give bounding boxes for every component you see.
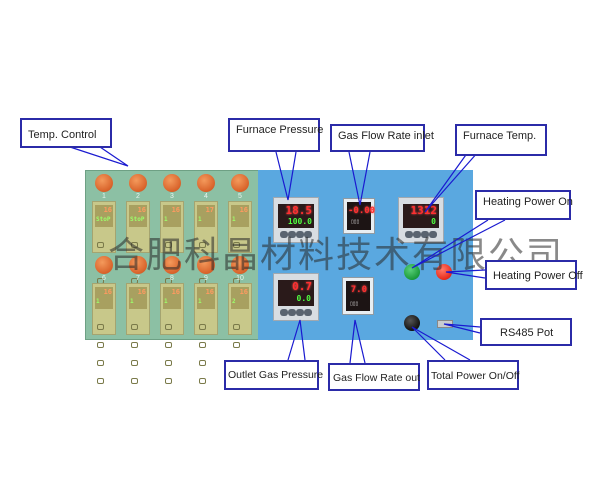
controller-knob[interactable] [95, 174, 113, 192]
controller-pv: 16 [171, 206, 180, 214]
controller-number: 10 [236, 275, 244, 282]
controller-pv: 16 [137, 206, 146, 214]
controller-number: 9 [204, 275, 208, 282]
controller-knob[interactable] [197, 174, 215, 192]
controller-knob[interactable] [197, 256, 215, 274]
controller-sv: 1 [164, 298, 168, 305]
gas-flow-out-switches[interactable]: ▯▯▯ [350, 301, 359, 307]
controller-number: 6 [102, 275, 106, 282]
controller-sv: 1 [198, 298, 202, 305]
controller-pv: 16 [239, 206, 248, 214]
controller-number: 1 [102, 193, 106, 200]
outlet-pressure-sv: 0.0 [296, 294, 311, 303]
controller-sv: 1 [232, 216, 236, 223]
callout-gas-flow-inlet: Gas Flow Rate inlet [330, 124, 434, 152]
controller-knob[interactable] [231, 174, 249, 192]
controller-knob[interactable] [95, 256, 113, 274]
callout-temp-control: Temp. Control [20, 118, 112, 148]
controller-sv: 1 [198, 216, 202, 223]
controller-buttons[interactable] [96, 318, 112, 384]
gas-flow-out-meter: 7.0 ▯▯▯ [342, 277, 374, 315]
callout-heating-power-on: Heating Power On [475, 190, 573, 220]
furnace-pressure-sv: 100.0 [287, 217, 312, 226]
callout-furnace-temp: Furnace Temp. [455, 124, 547, 156]
gas-flow-inlet-meter: -0.00 ▯▯▯ [343, 198, 375, 234]
controller-number: 5 [238, 193, 242, 200]
callout-outlet-gas-pressure: Outlet Gas Pressure [224, 360, 323, 390]
furnace-temp-pv: 1312 [410, 204, 438, 217]
controller-buttons[interactable] [232, 318, 248, 384]
outlet-pressure-pv: 0.7 [292, 280, 312, 293]
controller-number: 3 [170, 193, 174, 200]
callout-heating-power-off: Heating Power Off [485, 260, 583, 290]
controller-pv: 16 [103, 206, 112, 214]
outlet-pressure-meter: 0.7 0.0 [273, 273, 319, 321]
controller-buttons[interactable] [130, 318, 146, 384]
callout-total-power: Total Power On/Off [427, 360, 520, 390]
controller-knob[interactable] [129, 174, 147, 192]
outlet-pressure-buttons[interactable] [280, 309, 312, 317]
furnace-temp-sv: 0 [431, 217, 436, 226]
controller-sv: 1 [164, 216, 168, 223]
furnace-pressure-buttons[interactable] [280, 231, 312, 239]
controller-buttons[interactable] [164, 318, 180, 384]
controller-sv: 1 [130, 298, 134, 305]
controller-pv: 16 [205, 288, 214, 296]
controller-pv: 16 [103, 288, 112, 296]
callout-furnace-pressure: Furnace Pressure [228, 118, 323, 152]
controller-knob[interactable] [129, 256, 147, 274]
gas-flow-out-pv: 7.0 [350, 285, 367, 295]
controller-number: 8 [170, 275, 174, 282]
furnace-pressure-pv: 18.5 [285, 204, 313, 217]
controller-sv: 1 [96, 298, 100, 305]
callout-gas-flow-out: Gas Flow Rate out [328, 363, 420, 391]
total-power-knob[interactable] [404, 315, 420, 331]
main-control-panel: 18.5 100.0 -0.00 ▯▯▯ 1312 0 0.7 0.0 7.0 … [258, 170, 473, 340]
controller-pv: 16 [171, 288, 180, 296]
leader-temp-control [69, 146, 129, 167]
controller-sv: StoP [130, 216, 145, 223]
controller-knob[interactable] [163, 174, 181, 192]
controller-pv: 16 [137, 288, 146, 296]
rs485-port[interactable] [437, 320, 453, 328]
gas-flow-inlet-switches[interactable]: ▯▯▯ [351, 219, 360, 225]
callout-rs485: RS485 Pot [480, 318, 572, 346]
controller-knob[interactable] [231, 256, 249, 274]
furnace-pressure-meter: 18.5 100.0 [273, 197, 319, 243]
controller-sv: 2 [232, 298, 236, 305]
controller-number: 4 [204, 193, 208, 200]
controller-pv: 17 [205, 206, 214, 214]
controller-pv: 16 [239, 288, 248, 296]
controller-buttons[interactable] [198, 318, 214, 384]
controller-knob[interactable] [163, 256, 181, 274]
gas-flow-inlet-pv: -0.00 [348, 206, 376, 216]
controller-number: 2 [136, 193, 140, 200]
controller-number: 7 [136, 275, 140, 282]
controller-sv: StoP [96, 216, 111, 223]
